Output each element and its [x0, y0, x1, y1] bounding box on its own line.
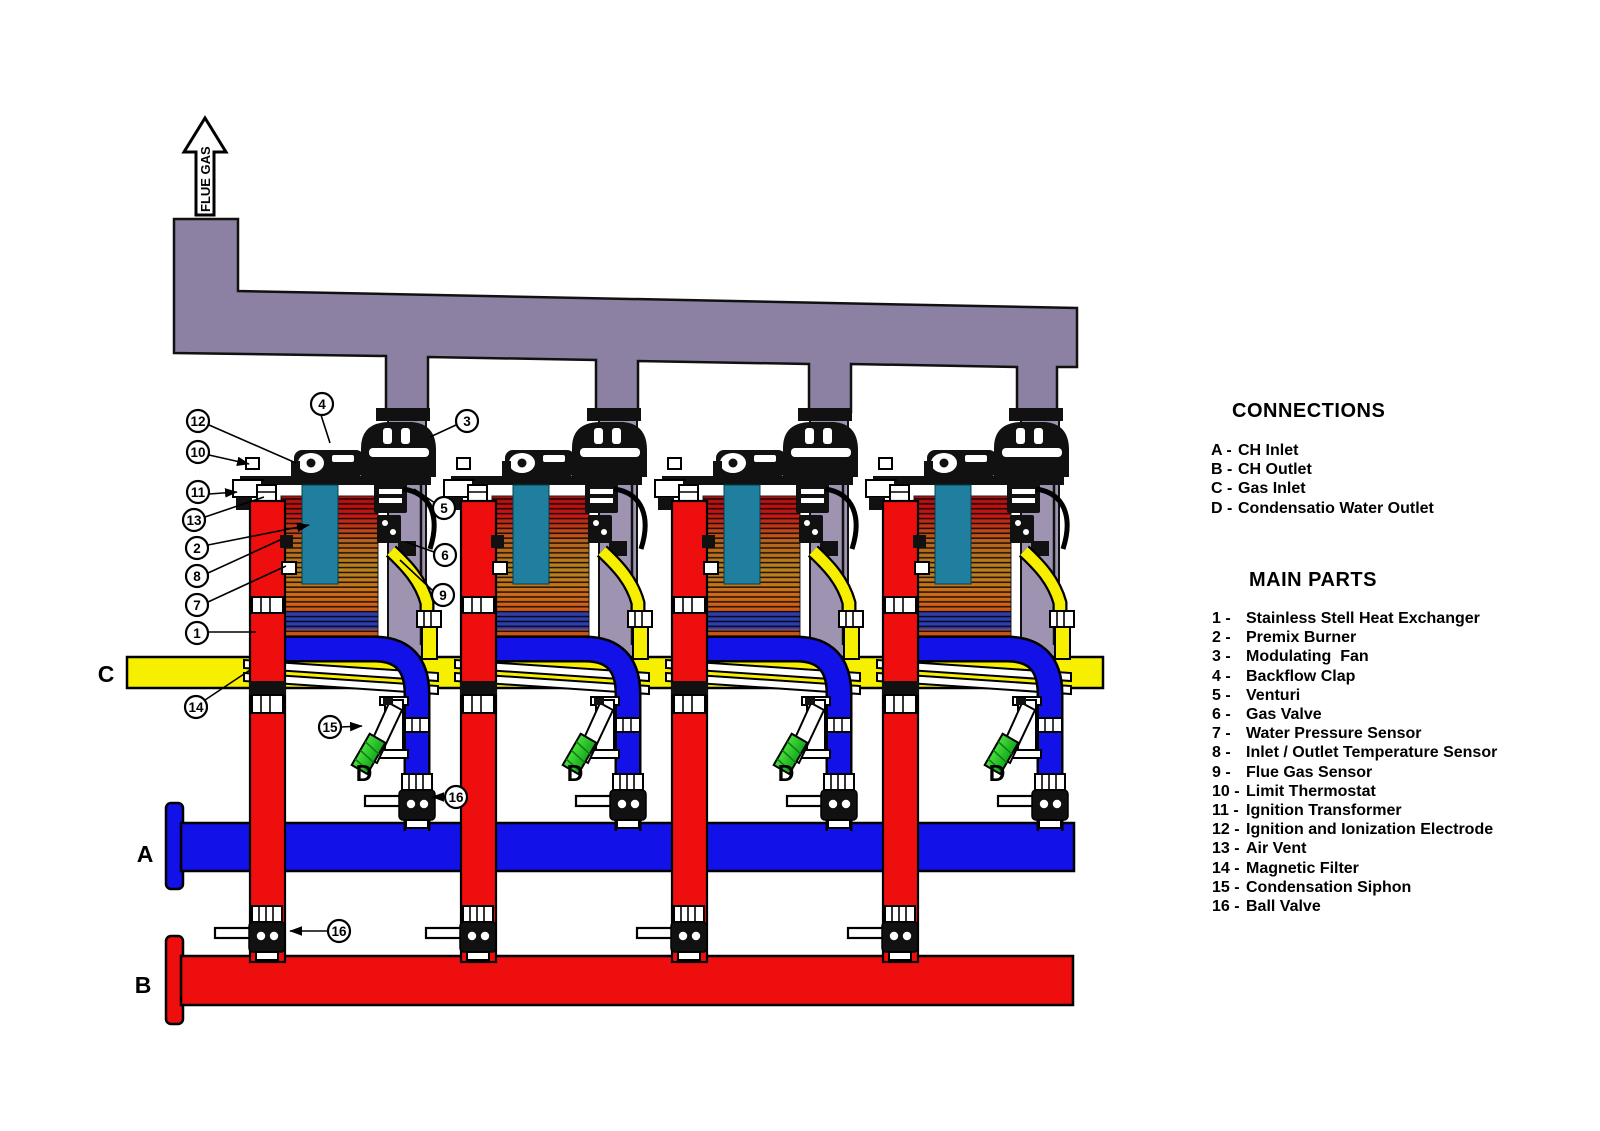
main-part-item: 6 -Gas Valve	[1212, 706, 1322, 724]
callout-10: 10	[185, 439, 211, 465]
callout-16-red-valve: 16	[326, 918, 352, 944]
flue-header	[172, 217, 1079, 414]
label-connection-d: D	[356, 760, 373, 786]
flue-gas-label: FLUE GAS	[198, 146, 213, 212]
main-part-item: 12 -Ignition and Ionization Electrode	[1212, 821, 1494, 839]
callout-leaders	[204, 414, 457, 936]
ch-outlet-manifold-b	[164, 934, 1075, 1026]
callout-13: 13	[181, 507, 207, 533]
main-part-item: 1 -Stainless Stell Heat Exchanger	[1212, 610, 1480, 627]
main-part-item: 8 -Inlet / Outlet Temperature Sensor	[1212, 744, 1498, 762]
main-part-item: 16 -Ball Valve	[1212, 898, 1321, 916]
label-connection-b: B	[135, 972, 152, 998]
main-part-item: 3 -Modulating Fan	[1212, 648, 1369, 666]
svg-text:8: 8	[193, 569, 201, 584]
label-connection-d: D	[778, 760, 795, 786]
connections-title: CONNECTIONS	[1232, 400, 1386, 422]
main-part-item: 2 -Premix Burner	[1212, 629, 1357, 647]
svg-text:4: 4	[318, 397, 326, 412]
main-part-item: 14 -Magnetic Filter	[1212, 859, 1359, 877]
callout-7: 7	[184, 592, 210, 618]
label-connection-d: D	[989, 760, 1006, 786]
svg-text:10: 10	[190, 445, 205, 460]
callout-3: 3	[454, 408, 480, 434]
svg-text:14: 14	[188, 700, 204, 715]
main-part-item: 4 -Backflow Clap	[1212, 667, 1356, 685]
flue-gas-arrow: FLUE GAS	[181, 115, 229, 217]
label-connection-a: A	[137, 841, 154, 867]
svg-text:6: 6	[441, 548, 449, 563]
label-connection-d: D	[567, 760, 584, 786]
svg-text:15: 15	[322, 720, 338, 735]
svg-text:16: 16	[331, 924, 347, 939]
main-part-item: 7 -Water Pressure Sensor	[1212, 725, 1422, 743]
svg-text:2: 2	[193, 541, 201, 556]
svg-text:5: 5	[440, 501, 448, 516]
main-part-item: 11 -Ignition Transformer	[1212, 802, 1402, 820]
main-part-item: 10 -Limit Thermostat	[1212, 782, 1376, 800]
callout-4: 4	[309, 391, 335, 417]
svg-text:16: 16	[448, 790, 464, 805]
callout-5: 5	[431, 495, 457, 521]
main-part-item: 15 -Condensation Siphon	[1212, 878, 1412, 896]
callout-8: 8	[184, 563, 210, 589]
callout-14: 14	[183, 694, 209, 720]
main-parts-title: MAIN PARTS	[1249, 569, 1377, 591]
svg-text:7: 7	[193, 598, 201, 613]
main-part-item: 13 -Air Vent	[1212, 840, 1307, 858]
main-part-item: 5 -Venturi	[1212, 686, 1301, 704]
connection-item: A -CH Inlet	[1211, 442, 1299, 459]
callout-11: 11	[185, 479, 211, 505]
svg-text:13: 13	[186, 513, 202, 528]
callout-15: 15	[317, 714, 343, 740]
connection-item: C -Gas Inlet	[1211, 480, 1306, 498]
callout-9: 9	[430, 582, 456, 608]
callout-6: 6	[432, 542, 458, 568]
callout-16-blue-valve: 16	[443, 784, 469, 810]
main-part-item: 9 -Flue Gas Sensor	[1212, 763, 1373, 781]
svg-text:11: 11	[191, 485, 206, 500]
svg-text:1: 1	[193, 626, 201, 641]
boiler-unit-4	[848, 408, 1074, 962]
connection-item: D -Condensatio Water Outlet	[1211, 499, 1434, 517]
callouts: 12 10 11 13 2 8 7 1 14 4 3 5 6 9 15 16 1…	[181, 391, 480, 944]
callout-1: 1	[184, 620, 210, 646]
svg-text:12: 12	[190, 414, 205, 429]
connection-item: B -CH Outlet	[1211, 461, 1312, 479]
callout-12: 12	[185, 408, 211, 434]
callout-2: 2	[184, 535, 210, 561]
svg-text:3: 3	[463, 414, 471, 429]
svg-text:9: 9	[439, 588, 447, 603]
boiler-unit-3	[637, 408, 863, 962]
label-connection-c: C	[98, 661, 115, 687]
